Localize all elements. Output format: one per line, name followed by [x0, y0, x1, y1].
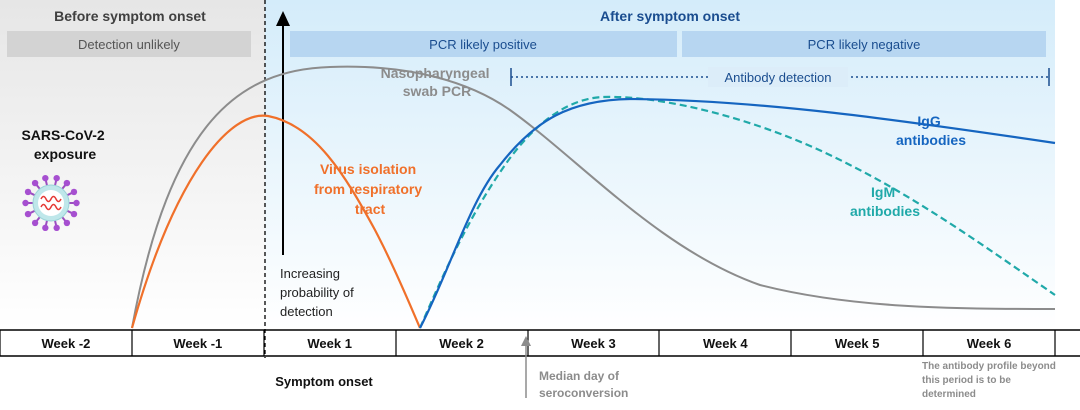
coronavirus-icon — [22, 174, 80, 232]
week-label: Week -1 — [173, 336, 222, 351]
virus-isolation-label: Virus isolation from respiratory tract — [314, 161, 426, 217]
week-label: Week -2 — [41, 336, 90, 351]
pcr-positive-band — [290, 31, 677, 57]
after-onset-title: After symptom onset — [600, 8, 740, 24]
before-onset-title: Before symptom onset — [54, 8, 206, 24]
symptom-onset-label: Symptom onset — [275, 374, 373, 389]
week-label: Week 4 — [703, 336, 748, 351]
week-label: Week 3 — [571, 336, 616, 351]
igm-label: IgM antibodies — [850, 184, 920, 219]
detection-unlikely-label: Detection unlikely — [78, 37, 180, 52]
seroconversion-label: Median day of seroconversion — [539, 369, 628, 400]
pcr-curve-label: Nasopharyngeal swab PCR — [381, 65, 494, 99]
seroconversion-arrowhead — [521, 336, 531, 346]
week-timeline: Week -2 Week -1 Week 1 Week 2 Week 3 Week 4 We… — [0, 330, 1056, 356]
week-label: Week 6 — [967, 336, 1012, 351]
detection-unlikely-band — [7, 31, 251, 57]
igm-curve — [418, 95, 1056, 329]
week-label: Week 1 — [307, 336, 352, 351]
pcr-negative-band — [682, 31, 1046, 57]
week-label: Week 2 — [439, 336, 484, 351]
antibody-profile-note: The antibody profile beyond this period … — [922, 361, 1059, 400]
virus-isolation-curve — [130, 114, 422, 329]
exposure-label: SARS-CoV-2 exposure — [21, 127, 108, 162]
igg-label: IgG antibodies — [896, 113, 966, 148]
probability-label: Increasing probability of detection — [280, 266, 357, 319]
antibody-detection-label: Antibody detection — [725, 70, 832, 85]
pcr-curve — [131, 65, 1056, 329]
probability-arrowhead — [276, 11, 290, 26]
igg-curve — [419, 97, 1056, 329]
pcr-negative-label: PCR likely negative — [808, 37, 921, 52]
pcr-positive-label: PCR likely positive — [429, 37, 537, 52]
antibody-detection-label-bg — [708, 67, 848, 87]
week-label: Week 5 — [835, 336, 880, 351]
